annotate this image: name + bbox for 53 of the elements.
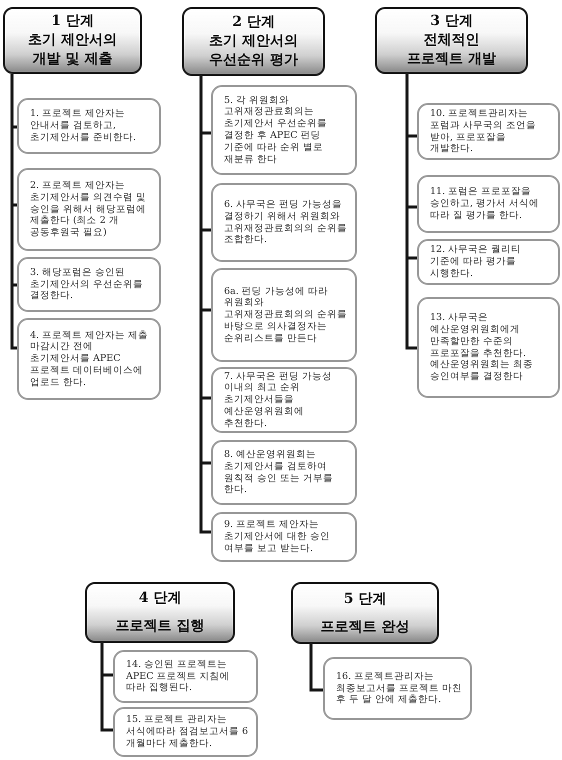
- step-box: [417, 175, 560, 233]
- step-box: [417, 103, 560, 160]
- header-box: [3, 7, 142, 74]
- stage-title: 프로젝트 집행: [116, 617, 204, 636]
- stage-title: 전체적인 프로젝트 개발: [406, 31, 497, 69]
- step-box: [211, 268, 357, 362]
- step-text: 8. 예산운영위원회는 초기제안서를 검토하여 원칙적 승인 또는 거부를 한다.: [224, 448, 334, 496]
- step-box: [113, 707, 258, 757]
- step-box: [17, 318, 161, 400]
- stage-label: 3 단계: [430, 12, 473, 31]
- step-text: 11. 포럼은 프로포잘을 승인하고, 평가서 서식에 따라 질 평가를 한다.: [430, 186, 540, 222]
- step-text: 14. 승인된 프로젝트는 APEC 프로젝트 지침에 따라 집행된다.: [126, 658, 230, 694]
- header-box: [182, 7, 325, 76]
- step-box: [17, 168, 161, 251]
- step-text: 15. 프로젝트 관리자는 서식에따라 점검보고서를 6 개월마다 제출한다.: [126, 714, 249, 750]
- step-text: 10. 프로젝트관리자는 포럼과 사무국의 조언을 받아, 프로포잘을 개발한다.: [430, 108, 538, 156]
- step-box: [211, 440, 357, 505]
- stage-title: 초기 제안서의 개발 및 제출: [27, 31, 118, 69]
- stage-label: 5 단계: [344, 590, 386, 608]
- connector-line: [200, 76, 211, 534]
- step-text: 5. 각 위원회와 고위재정관료회의는 초기제안서 우선순위를 결정한 후 APEC 펀딩 기준에 따라 순위 별로 재분류 한다: [224, 94, 328, 166]
- header-box: [375, 7, 528, 74]
- step-box: [417, 297, 560, 398]
- step-text: 12. 사무국은 퀄리티 기준에 따라 평가를 시행한다.: [430, 244, 522, 280]
- stage-title: 초기 제안서의 우선순위 평가: [208, 32, 299, 70]
- step-box: [211, 183, 357, 262]
- stage-label: 4 단계: [138, 589, 182, 608]
- stage-title: 프로젝트 완성: [320, 618, 410, 636]
- step-text: 4. 프로젝트 제안자는 제출 마감시간 전에 초기제안서를 APEC 프로젝트 데이터베이스에 업로드 한다.: [30, 330, 150, 388]
- connector-line: [310, 644, 323, 692]
- step-box: [17, 257, 161, 312]
- step-text: 1. 프로젝트 제안자는 안내서를 검토하고, 초기제안서를 준비한다.: [30, 108, 138, 144]
- step-box: [211, 512, 357, 562]
- step-text: 7. 사무국은 펀딩 가능성 이내의 최고 순위 초기제안서들을 예산운영위원회에 추천한다.: [224, 370, 334, 430]
- stage-label: 2 단계: [232, 13, 275, 32]
- step-box: [17, 98, 161, 154]
- step-text: 13. 사무국은 예산운영위원회에게 만족할만한 수준의 프로포잘을 추천한다. 예산운영위원회는 최종 승인여부를 결정한다: [430, 312, 534, 383]
- step-text: 3. 해당포럼은 승인된 초기제안서의 우선순위를 결정한다.: [30, 266, 144, 302]
- header-box: [291, 582, 439, 644]
- step-text: 16. 프로젝트관리자는 최종보고서를 프로젝트 마친 후 두 달 안에 제출한다.: [336, 670, 463, 706]
- step-box: [211, 85, 357, 175]
- header-box: [85, 582, 235, 643]
- step-box: [323, 657, 472, 720]
- stage-label: 1 단계: [51, 12, 94, 31]
- step-text: 2. 프로젝트 제안자는 초기제안서를 의견수렴 및 승인을 위해서 해당포럼에 제출한다 (최소 2 개 공동후원국 필요): [30, 180, 148, 239]
- step-box: [211, 367, 357, 433]
- connector-line: [406, 74, 417, 350]
- connector-line: [10, 74, 17, 350]
- step-box: [417, 239, 560, 285]
- step-box: [113, 650, 258, 703]
- step-text: 6a. 펀딩 가능성에 따라 위원회와 고위재정관료회의의 순위를 바탕으로 의사결정자는 순위리스트를 만든다: [224, 286, 348, 344]
- step-text: 9. 프로젝트 제안자는 초기제안서에 대한 승인 여부를 보고 받는다.: [224, 519, 332, 555]
- step-text: 6. 사무국은 펀딩 가능성을 결정하기 위해서 위원회와 고위재정관료회의의 순위를 조합한다.: [224, 198, 348, 246]
